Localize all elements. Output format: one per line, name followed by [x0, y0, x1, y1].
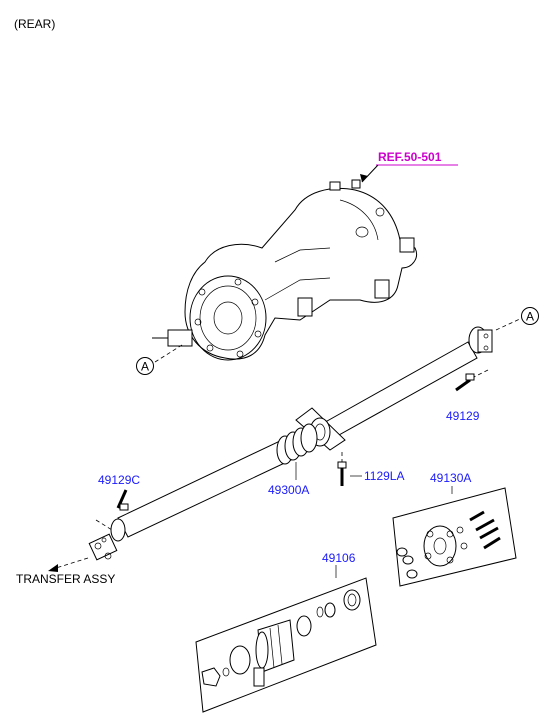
connector-a-left: A [136, 344, 183, 375]
part-number-49106[interactable]: 49106 [322, 551, 356, 565]
part-number-49130a[interactable]: 49130A [430, 471, 471, 485]
connector-a-right: A [495, 307, 539, 331]
part-number-1129la[interactable]: 1129LA [364, 469, 404, 483]
bolt-49129c-drawing [95, 489, 129, 531]
part-number-49129c[interactable]: 49129C [98, 473, 140, 487]
reference-arrowhead [360, 174, 368, 182]
part-number-49300a[interactable]: 49300A [268, 483, 309, 497]
rear-differential-drawing [152, 179, 417, 361]
reference-link-50-501[interactable]: REF.50-501 [378, 150, 442, 164]
view-label: (REAR) [14, 17, 55, 31]
propeller-shaft-drawing [88, 326, 493, 561]
bolt-1129la-drawing [337, 452, 362, 486]
transfer-assy-label: TRANSFER ASSY [16, 572, 115, 586]
bolt-49129-drawing [455, 369, 489, 392]
part-number-49129[interactable]: 49129 [446, 409, 480, 423]
inset-49106 [195, 565, 377, 713]
svg-text:A: A [141, 360, 149, 374]
svg-text:A: A [526, 310, 534, 324]
inset-49130a [392, 486, 517, 587]
transfer-leader [55, 557, 89, 569]
transfer-arrowhead [48, 564, 58, 572]
